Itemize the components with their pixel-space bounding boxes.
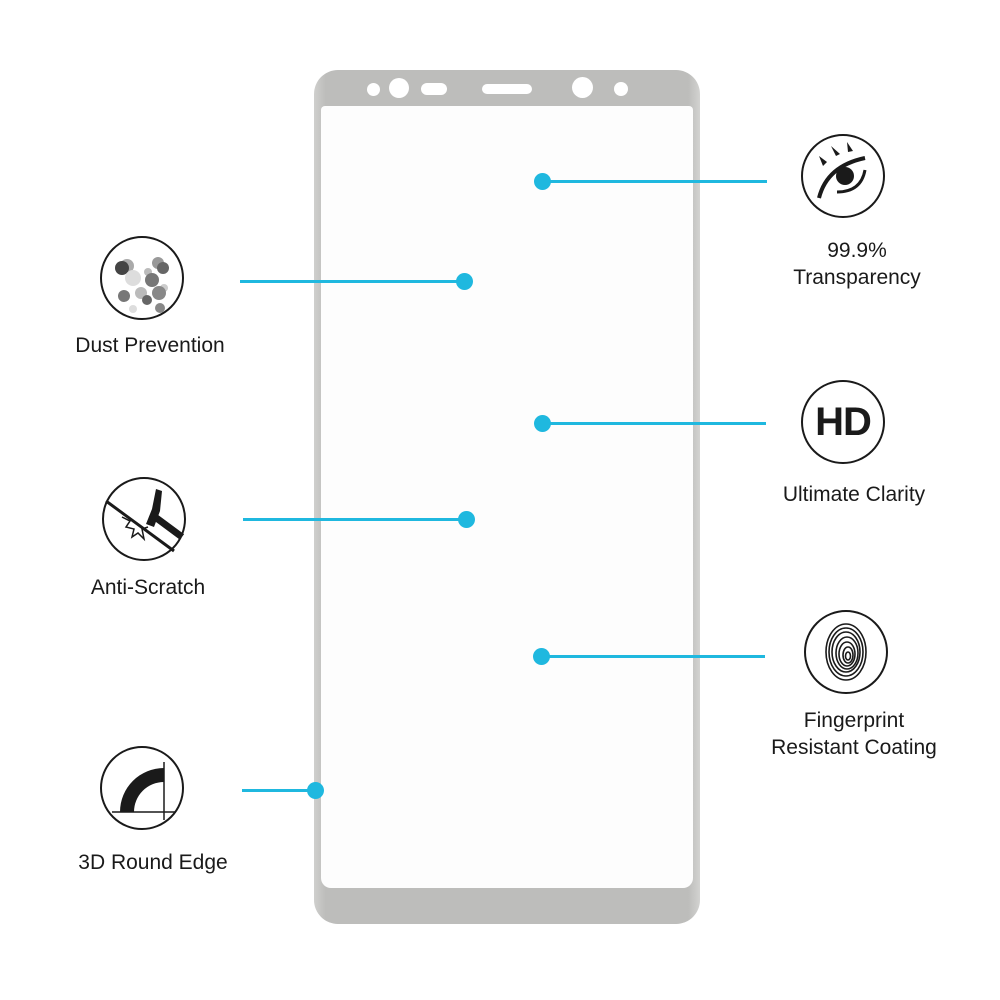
feature-label-scratch: Anti-Scratch: [90, 576, 206, 599]
callout-line-transparency: [542, 180, 767, 183]
feature-label-fingerprint-line2: Resistant Coating: [771, 736, 937, 759]
sensor-hole: [389, 78, 409, 98]
feature-label-fingerprint-line1: Fingerprint: [803, 709, 905, 732]
feature-label-dust: Dust Prevention: [75, 334, 225, 357]
earpiece-slot: [482, 84, 532, 94]
feature-label-clarity: Ultimate Clarity: [782, 483, 926, 506]
callout-dot-dust: [456, 273, 473, 290]
callout-dot-edge: [307, 782, 324, 799]
hd-icon: HD: [801, 380, 885, 464]
sensor-hole: [367, 83, 380, 96]
screen-area: [321, 106, 693, 888]
eye-icon: [801, 134, 885, 218]
callout-dot-clarity: [534, 415, 551, 432]
callout-dot-scratch: [458, 511, 475, 528]
fingerprint-icon: [804, 610, 888, 694]
callout-line-clarity: [542, 422, 766, 425]
callout-line-dust: [240, 280, 465, 283]
feature-label-transparency: Transparency: [793, 266, 921, 289]
callout-line-fingerprint: [541, 655, 765, 658]
dust-particles-icon: [100, 236, 184, 320]
callout-line-edge: [242, 789, 316, 792]
sensor-slot: [421, 83, 447, 95]
callout-line-scratch: [243, 518, 467, 521]
sensor-hole: [614, 82, 628, 96]
callout-dot-fingerprint: [533, 648, 550, 665]
callout-dot-transparency: [534, 173, 551, 190]
round-edge-icon: [100, 746, 184, 830]
feature-label-edge: 3D Round Edge: [78, 851, 228, 874]
camera-hole: [572, 77, 593, 98]
hammer-scratch-icon: [102, 477, 186, 561]
feature-label-transparency-value: 99.9%: [827, 239, 887, 262]
hd-icon-text: HD: [815, 399, 872, 444]
